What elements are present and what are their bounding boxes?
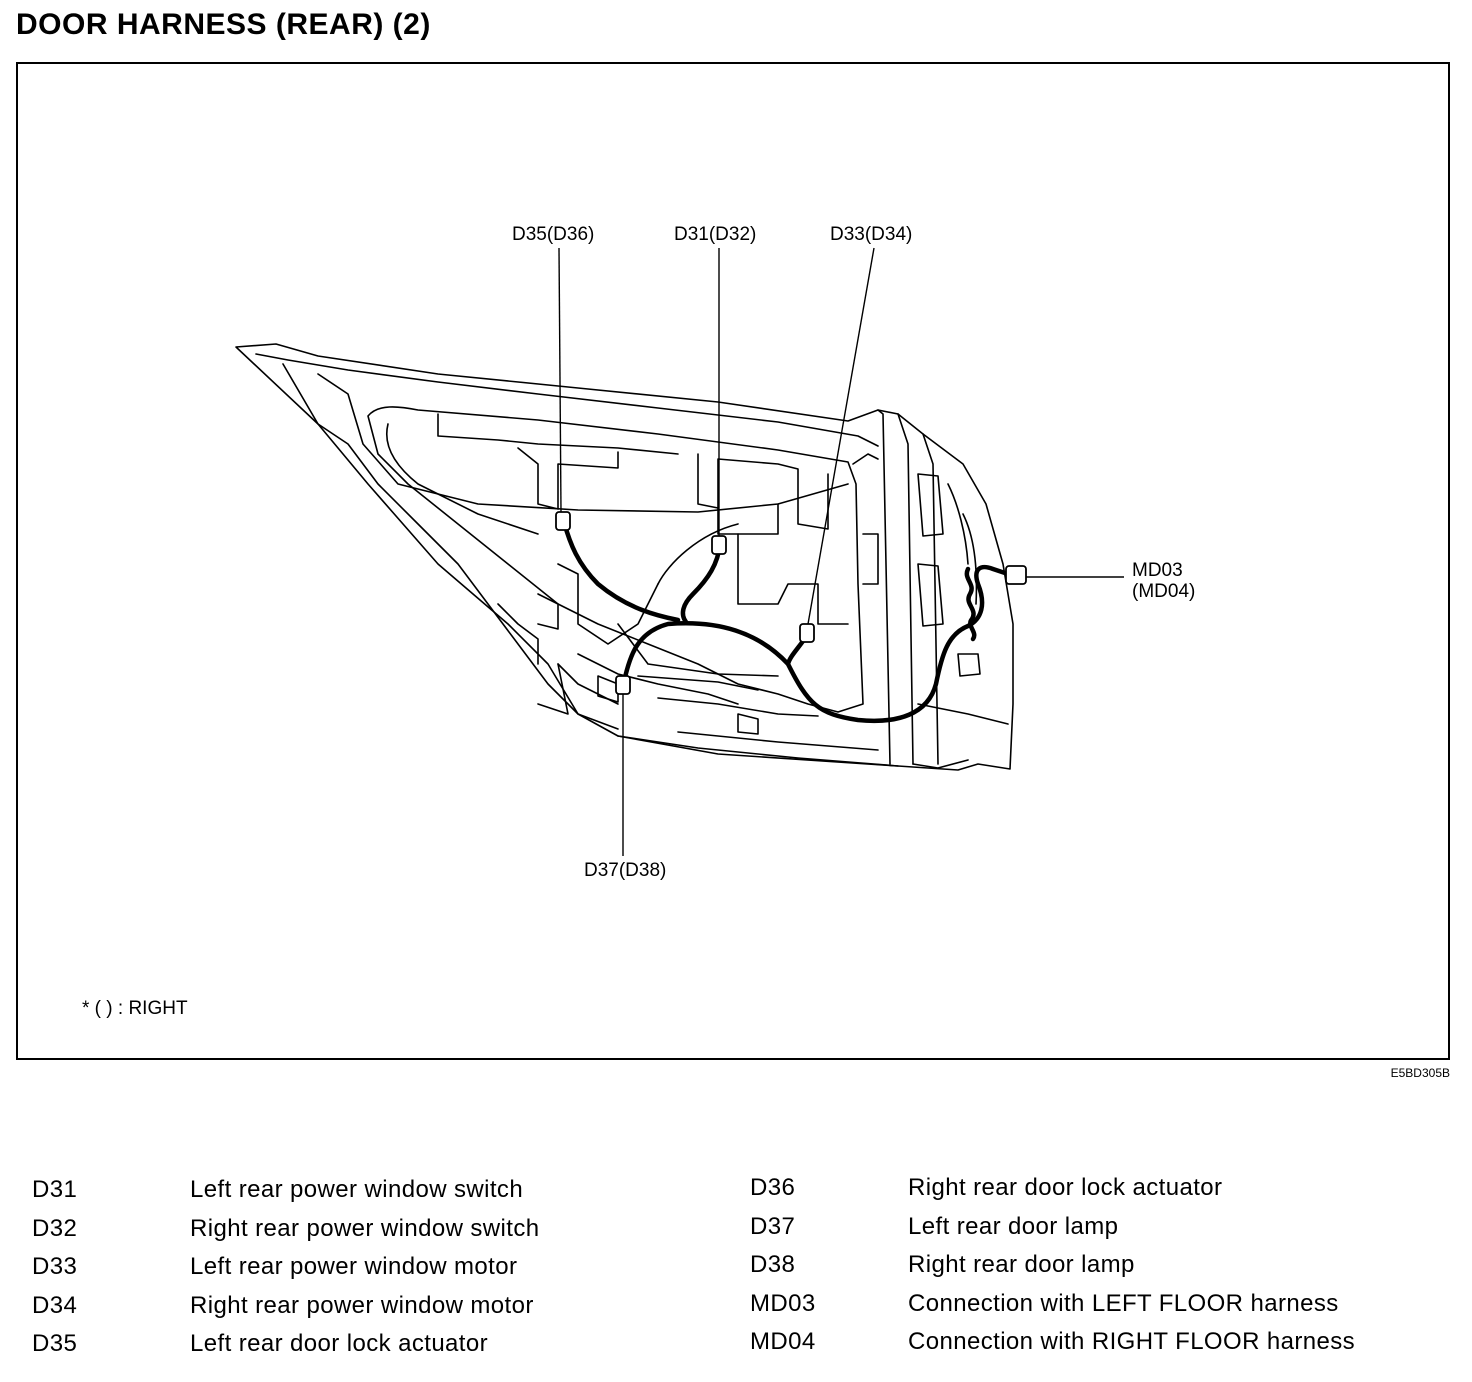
legend-desc: Right rear door lamp [908,1251,1135,1278]
leader-d35 [558,247,562,513]
door-hinge-area [877,409,891,765]
connector-d35 [555,511,571,531]
legend-desc: Left rear door lamp [908,1212,1119,1240]
legend-code: D36 [750,1174,796,1201]
door-harness-drawing [235,247,1124,856]
legend-desc: Right rear door lock actuator [908,1174,1223,1201]
diagram-frame: D35(D36) D31(D32) D33(D34) MD03 (MD04) D… [16,62,1450,1060]
legend-code: D35 [32,1330,78,1357]
legend-desc: Left rear door lock actuator [190,1330,489,1357]
harness-coil-md03 [964,566,977,642]
callout-d31: D31(D32) [674,224,757,245]
door-panel-outline [235,343,1014,771]
connector-d31 [711,535,727,555]
legend-code: D34 [32,1291,78,1319]
legend-desc: Right rear power window motor [190,1291,534,1319]
legend-code: MD03 [750,1289,816,1317]
legend-code: D37 [750,1212,796,1240]
legend-code: D33 [32,1253,78,1280]
legend-code: MD04 [750,1328,816,1355]
callout-md03-line1: MD03 [1132,560,1183,581]
legend-code: D31 [32,1176,78,1203]
door-top-flange [255,353,879,447]
legend-desc: Connection with RIGHT FLOOR harness [908,1328,1356,1355]
page-title: DOOR HARNESS (REAR) (2) [16,8,431,41]
figure-code: E5BD305B [1390,1066,1450,1080]
callout-d33: D33(D34) [830,224,913,245]
harness-branch-d35 [561,519,681,623]
callout-md03-line2: (MD04) [1132,581,1196,602]
legend-code: D32 [32,1214,78,1242]
callout-md03: MD03 (MD04) [1132,560,1195,602]
harness-branch-d31 [680,541,723,625]
leader-d33 [807,247,875,625]
legend-desc: Left rear power window switch [190,1176,524,1203]
right-side-note: * ( ) : RIGHT [82,998,188,1019]
connector-d37 [615,675,631,695]
connector-d33 [799,623,815,643]
connector-md03 [1005,565,1027,585]
callout-d37: D37(D38) [584,860,667,881]
legend-desc: Right rear power window switch [190,1214,540,1242]
callout-d35: D35(D36) [512,224,595,245]
legend-desc: Left rear power window motor [190,1253,518,1280]
legend-code: D38 [750,1251,796,1278]
legend-desc: Connection with LEFT FLOOR harness [908,1289,1339,1317]
harness-main-trunk [621,564,1011,724]
